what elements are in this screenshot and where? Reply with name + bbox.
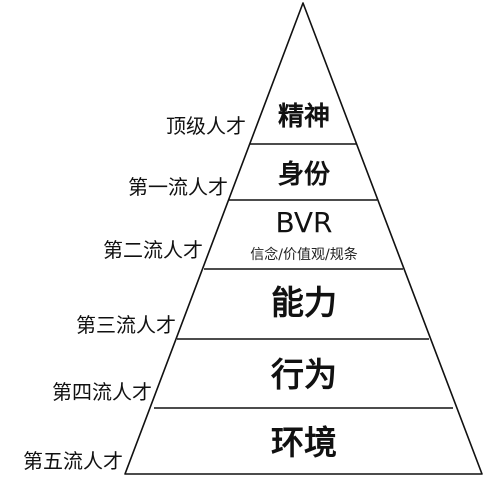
- level-label-second: 第二流人才: [103, 238, 203, 262]
- level-label-first: 第一流人才: [128, 175, 228, 199]
- pyramid-outline: [124, 2, 483, 475]
- level-title-identity: 身份: [278, 159, 330, 190]
- level-title-bvr: BVR: [276, 206, 333, 239]
- level-title-behavior: 行为: [270, 355, 337, 394]
- level-label-top: 顶级人才: [166, 114, 246, 138]
- level-label-third: 第三流人才: [76, 313, 176, 337]
- level-title-spirit: 精神: [278, 102, 330, 132]
- level-title-environment: 环境: [271, 423, 337, 462]
- level-title-ability: 能力: [271, 283, 337, 322]
- level-label-fifth: 第五流人才: [23, 449, 123, 473]
- level-label-fourth: 第四流人才: [52, 380, 152, 404]
- level-subtitle-bvr: 信念/价值观/规条: [250, 246, 357, 263]
